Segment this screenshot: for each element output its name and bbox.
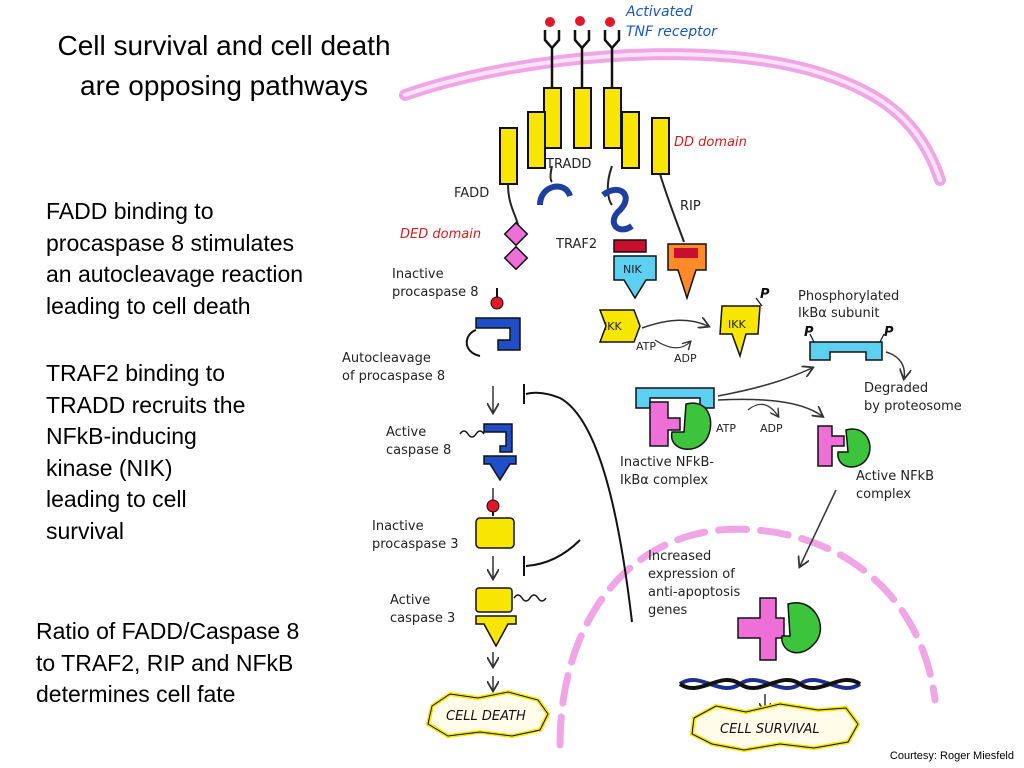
traf2-block [613,239,647,253]
adp-label: ADP [674,352,697,365]
phosphate-label: P [804,325,814,340]
phosphorylated-ikba [809,333,885,361]
atp-adp-curve-2 [747,403,778,416]
nuclear-membrane [556,525,939,749]
active-caspase-8 [459,423,517,482]
procaspase-3-label: Inactive [372,519,424,534]
cell-survival-outline [691,703,859,751]
inactive-complex-label: Inactive NFkB- [620,455,714,470]
procaspase-8-label: Inactive [392,267,444,282]
slide-title: Cell survival and cell death are opposin… [14,26,434,106]
inactive-procaspase-3 [475,499,515,549]
procaspase-8-label: procaspase 8 [392,285,479,300]
ikk-inactive [598,309,641,343]
expression-label: expression of [648,567,735,582]
title-line-2: are opposing pathways [80,70,368,101]
active-complex-label: Active NFkB [856,469,934,484]
atp-label: ATP [716,422,736,435]
ded-domain-label: DED domain [400,227,481,242]
ikk-phosphorylated [719,297,763,359]
text-line: NFkB-inducing [46,423,197,449]
active-caspase-3 [475,587,547,648]
autocleavage-label: Autocleavage [342,351,431,366]
cell-death-label: CELL DEATH [446,709,526,724]
rip-death-domain [674,248,698,258]
autocleavage-label: of procaspase 8 [342,369,445,384]
phosphorylated-label: Phosphorylated [798,289,899,304]
paragraph-traf2: TRAF2 binding to TRADD recruits the NFkB… [46,358,336,547]
paragraph-fadd: FADD binding to procaspase 8 stimulates … [46,196,376,322]
text-line: TRAF2 binding to [46,360,225,386]
traf2-label: TRAF2 [555,237,597,252]
dd-domain-label: DD domain [674,135,747,150]
expression-label: anti-apoptosis [648,585,740,600]
text-line: procaspase 8 stimulates [46,229,295,256]
atp-adp-curve [654,339,690,348]
nuclear-nfkb [737,597,822,661]
phosphate-label: P [760,287,770,302]
tradd-hook [537,183,573,206]
text-line: FADD binding to [46,198,214,224]
ikk-label: IKK [728,318,746,331]
cell-survival-label: CELL SURVIVAL [720,722,820,737]
text-line: survival [46,517,124,544]
text-line: leading to cell [46,486,187,512]
phosphorylated-label: IkBα subunit [798,306,879,321]
phosphate-label: P [884,325,894,340]
active-complex-label: complex [856,487,911,502]
ikk-label: IKK [604,320,622,333]
rip-label: RIP [680,199,701,214]
traf2-hook [601,186,634,233]
text-line: to TRAF2, RIP and NFkB [36,649,294,676]
image-credit: Courtesy: Roger Miesfeld [889,750,1014,762]
active-nfkb-complex [817,425,871,468]
adp-label: ADP [760,422,783,435]
ded-domain [503,221,529,271]
caspase-3-label: Active [390,593,430,608]
ikk-to-complex-arrow [717,368,812,397]
tnf-receptor [499,16,670,185]
nik-kinase [613,255,657,300]
degradation-arrow [885,351,904,378]
expression-label: Increased [648,549,711,564]
atp-label: ATP [636,340,656,353]
text-line: determines cell fate [36,681,236,707]
nuclear-import-arrow [800,489,837,566]
tradd-label: TRADD [545,157,591,172]
caspase-8-label: Active [386,425,426,440]
receptor-label: Activated [625,4,693,20]
inactive-nfkb-ikba-complex [635,387,715,450]
tnf-ligand [545,17,555,27]
nik-label: NIK [623,263,642,276]
cell-death-outline [427,691,549,737]
ikk-activation-arrow [641,320,708,328]
tnf-ligand [575,16,585,26]
plasma-membrane-inner [403,52,942,182]
dna-strand [678,677,862,691]
caspase-3-label: caspase 3 [390,611,455,626]
degraded-label: by proteosome [864,399,962,414]
adaptor-links [507,165,685,243]
inhibition-lines [523,384,633,623]
text-line: kinase (NIK) [46,454,173,481]
degraded-label: Degraded [864,381,928,396]
text-line: leading to cell death [46,292,251,319]
fadd-label: FADD [454,186,489,201]
text-line: TRADD recruits the [46,391,246,418]
inactive-complex-label: IkBα complex [620,473,708,488]
receptor-label: TNF receptor [626,24,718,40]
caspase-8-label: caspase 8 [386,443,451,458]
text-line: an autocleavage reaction [46,261,304,287]
text-line: Ratio of FADD/Caspase 8 [36,618,300,644]
inactive-procaspase-8 [465,288,521,357]
complex-release-arrow [717,398,822,416]
tnf-ligand [605,17,615,27]
procaspase-3-label: procaspase 3 [372,537,459,552]
title-line-1: Cell survival and cell death [57,30,391,61]
paragraph-ratio: Ratio of FADD/Caspase 8 to TRAF2, RIP an… [36,616,376,711]
expression-label: genes [648,603,687,618]
